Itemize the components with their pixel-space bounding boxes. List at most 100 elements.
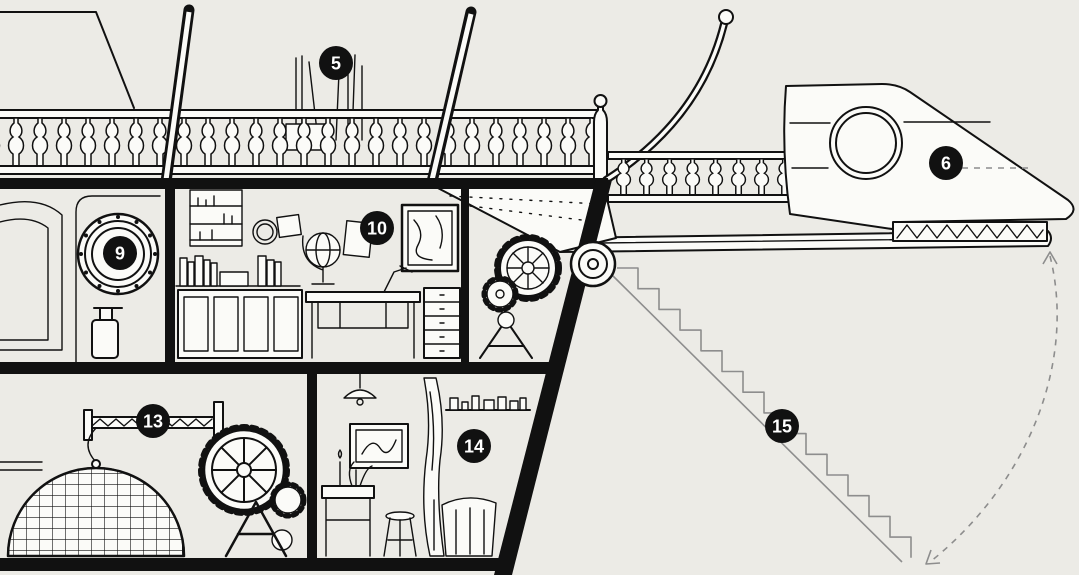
mast-left — [160, 4, 195, 188]
framed-map — [400, 203, 460, 273]
callout-15-badge — [765, 409, 799, 443]
callout-6: 6 — [929, 146, 963, 180]
small-gear-a-teeth — [269, 481, 307, 519]
small-gear-a — [274, 486, 302, 514]
plant — [348, 461, 373, 487]
bottom-floor — [0, 558, 508, 571]
callout-5: 5 — [319, 46, 353, 80]
large-gear-hub — [521, 261, 535, 275]
map-mat — [407, 210, 453, 266]
drawer-chest — [423, 287, 461, 359]
railing-post-finial — [593, 94, 608, 181]
staircase-stringer — [610, 273, 903, 563]
small-gear-hub — [495, 289, 505, 299]
books — [175, 255, 301, 287]
small-gear — [481, 275, 519, 313]
callout-14-badge — [457, 429, 491, 463]
wall-shelf-bottles — [197, 195, 233, 241]
staircase-steps — [617, 267, 912, 558]
callout-10: 10 — [360, 211, 394, 245]
callout-15: 15 — [765, 409, 799, 443]
mid-floor — [0, 362, 556, 374]
extinguisher-body — [91, 319, 119, 359]
hanging-lamp — [343, 373, 377, 406]
cabinet-body — [177, 289, 303, 359]
a-frame-stand — [224, 500, 288, 558]
truss-stand — [479, 311, 533, 359]
curtain-drape — [423, 377, 445, 557]
swing-arc-arrow — [925, 251, 1058, 565]
jaw-hinge-wheel — [569, 240, 617, 288]
small-gears — [269, 481, 307, 551]
folding-staircase — [610, 267, 912, 563]
callout-13: 13 — [136, 404, 170, 438]
dome-hanger — [87, 427, 97, 463]
wall-shelf-left — [0, 461, 43, 471]
callout-10-label: 10 — [367, 219, 387, 239]
room-study — [175, 189, 461, 359]
stool — [383, 511, 417, 557]
mast-right-fill — [429, 13, 474, 181]
map-coastline — [413, 215, 443, 261]
callout-15-label: 15 — [772, 417, 792, 437]
globe — [301, 232, 341, 285]
round-mirror-inner — [256, 223, 274, 241]
mast-right — [426, 6, 477, 188]
curtain — [423, 377, 445, 557]
mast-left-fill — [163, 11, 192, 181]
curtain-folds — [429, 391, 435, 551]
callout-13-label: 13 — [143, 412, 163, 432]
callout-13-badge — [136, 404, 170, 438]
desk-lamp — [383, 265, 413, 293]
book-box — [219, 271, 249, 287]
railing-top-rail — [0, 109, 603, 119]
paneled-cabinet — [177, 289, 303, 359]
bow-railing — [607, 151, 795, 203]
desk-legs — [311, 301, 415, 359]
sideboard — [321, 485, 375, 557]
porthole-bolts — [79, 215, 157, 293]
round-table — [441, 497, 497, 557]
drawer-lines — [423, 294, 461, 352]
gear-machinery — [479, 234, 562, 359]
teeth-zigzag — [896, 224, 1044, 239]
callout-5-label: 5 — [331, 54, 341, 74]
arrowhead-bottom — [925, 549, 941, 565]
bow-porthole — [829, 106, 903, 180]
arrowhead-top — [1042, 251, 1058, 265]
main-deck-beam — [0, 178, 608, 189]
bow-railing-top-rail — [607, 151, 795, 160]
antenna-ring — [718, 9, 734, 25]
stool-legs — [383, 517, 417, 557]
cabin-roof — [0, 11, 135, 109]
callout-9-badge — [103, 236, 137, 270]
map-frame — [400, 203, 460, 273]
picture-mat — [355, 429, 403, 463]
cabin-wall-right — [461, 186, 469, 366]
bow-teeth — [892, 221, 1048, 242]
extinguisher-valve — [99, 307, 113, 321]
lower-wall — [307, 372, 317, 562]
bow-figurehead — [783, 83, 1075, 230]
bow-railing-bottom-rail — [607, 194, 795, 203]
gear-wheel-teeth — [198, 424, 290, 516]
bottle-shelf — [445, 395, 531, 411]
callout-9-label: 9 — [115, 244, 125, 264]
bow-porthole-inner — [835, 112, 897, 174]
callout-9: 9 — [103, 236, 137, 270]
porthole-glass — [91, 227, 145, 281]
tool-rods — [295, 49, 363, 141]
gear-wheel — [198, 424, 290, 516]
callout-6-badge — [929, 146, 963, 180]
round-mirror — [252, 219, 278, 245]
hinge-wheel-ring — [578, 249, 608, 279]
bow-railing-balusters — [612, 159, 790, 195]
teeth-band — [892, 221, 1048, 242]
porthole-panel — [75, 195, 161, 363]
globe-stand — [301, 235, 341, 285]
arched-cabinet — [0, 200, 63, 351]
cabin-wall-left — [165, 186, 175, 366]
callout-14-label: 14 — [464, 437, 484, 457]
room-parlor — [321, 373, 531, 557]
